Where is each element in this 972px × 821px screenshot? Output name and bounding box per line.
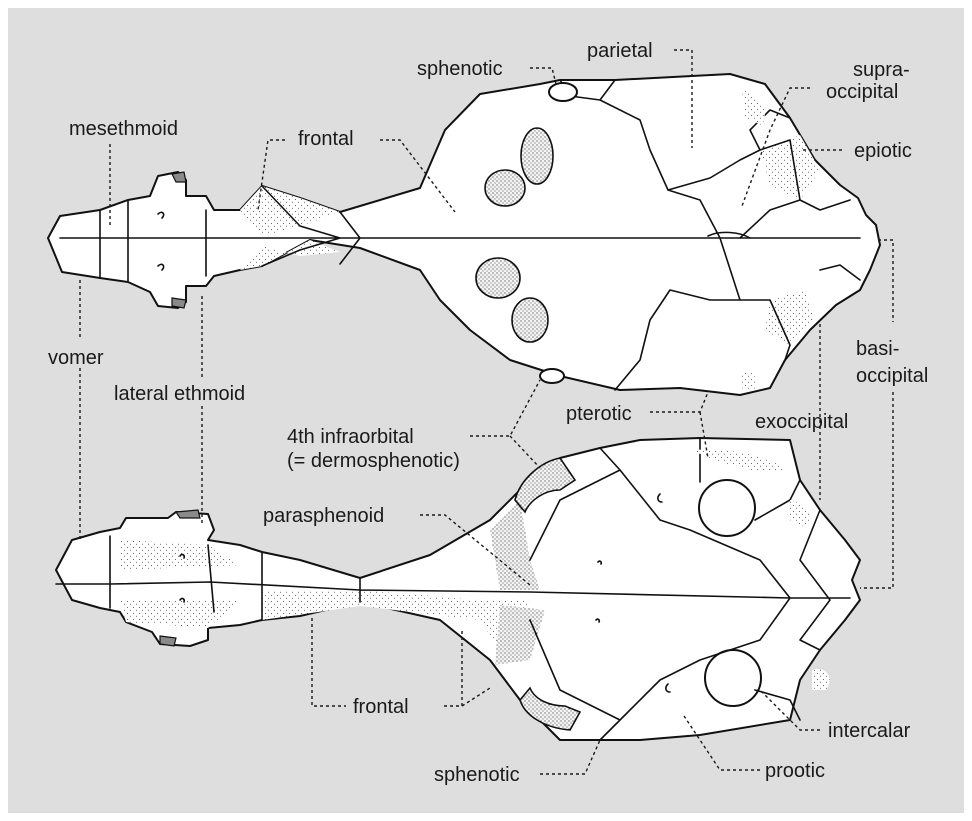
ventral-lateral-ethmoid-tip-2 xyxy=(160,636,176,646)
label-exoccipital: exoccipital xyxy=(755,411,848,433)
leader-frontal-bottom-mid xyxy=(444,630,462,706)
label-supraoccipital-line2: occipital xyxy=(826,81,898,103)
label-sphenotic-top: sphenotic xyxy=(417,58,503,80)
label-mesethmoid: mesethmoid xyxy=(69,118,178,140)
label-infraorbital-line2: (= dermosphenotic) xyxy=(287,450,460,472)
label-prootic: prootic xyxy=(765,760,825,782)
leader-basioccipital-bottom xyxy=(860,392,893,588)
dorsal-fontanelle-1 xyxy=(521,128,553,184)
dorsal-infraorbital-knob xyxy=(540,369,564,383)
dorsal-sphenotic-knob xyxy=(549,83,577,101)
label-lateral-ethmoid: lateral ethmoid xyxy=(114,383,245,405)
dorsal-fontanelle-3 xyxy=(476,258,520,298)
dorsal-fontanelle-4 xyxy=(512,298,548,342)
label-parietal: parietal xyxy=(587,40,653,62)
ventral-view-skull xyxy=(56,438,860,740)
leader-pterotic-top xyxy=(650,392,708,412)
label-frontal-top: frontal xyxy=(298,128,354,150)
label-infraorbital-line1: 4th infraorbital xyxy=(287,426,414,448)
label-vomer: vomer xyxy=(48,347,104,369)
label-sphenotic-bottom: sphenotic xyxy=(434,764,520,786)
label-pterotic: pterotic xyxy=(566,403,632,425)
label-basioccipital-line2: occipital xyxy=(856,365,928,387)
leader-infraorbital-bottom xyxy=(510,436,540,468)
ventral-otic-bulla-2 xyxy=(705,650,761,706)
leader-sphenotic-bottom xyxy=(540,740,600,774)
label-epiotic: epiotic xyxy=(854,140,912,162)
leader-frontal-bottom-left xyxy=(312,618,346,706)
ventral-intercalar-knob xyxy=(812,669,830,690)
label-parasphenoid: parasphenoid xyxy=(263,505,384,527)
dorsal-lateral-ethmoid-tip-2 xyxy=(172,298,186,308)
label-intercalar: intercalar xyxy=(828,720,911,742)
label-frontal-bottom: frontal xyxy=(353,696,409,718)
ventral-lateral-ethmoid-tip xyxy=(176,510,200,518)
leader-basioccipital-top xyxy=(878,240,893,322)
dorsal-fontanelle-2 xyxy=(485,170,525,206)
label-supraoccipital-line1: supra- xyxy=(853,59,910,81)
leader-infraorbital-top xyxy=(470,380,540,436)
leader-frontal-bottom-right xyxy=(462,688,490,706)
label-basioccipital-line1: basi- xyxy=(856,338,899,360)
ventral-otic-bulla-1 xyxy=(699,480,755,536)
